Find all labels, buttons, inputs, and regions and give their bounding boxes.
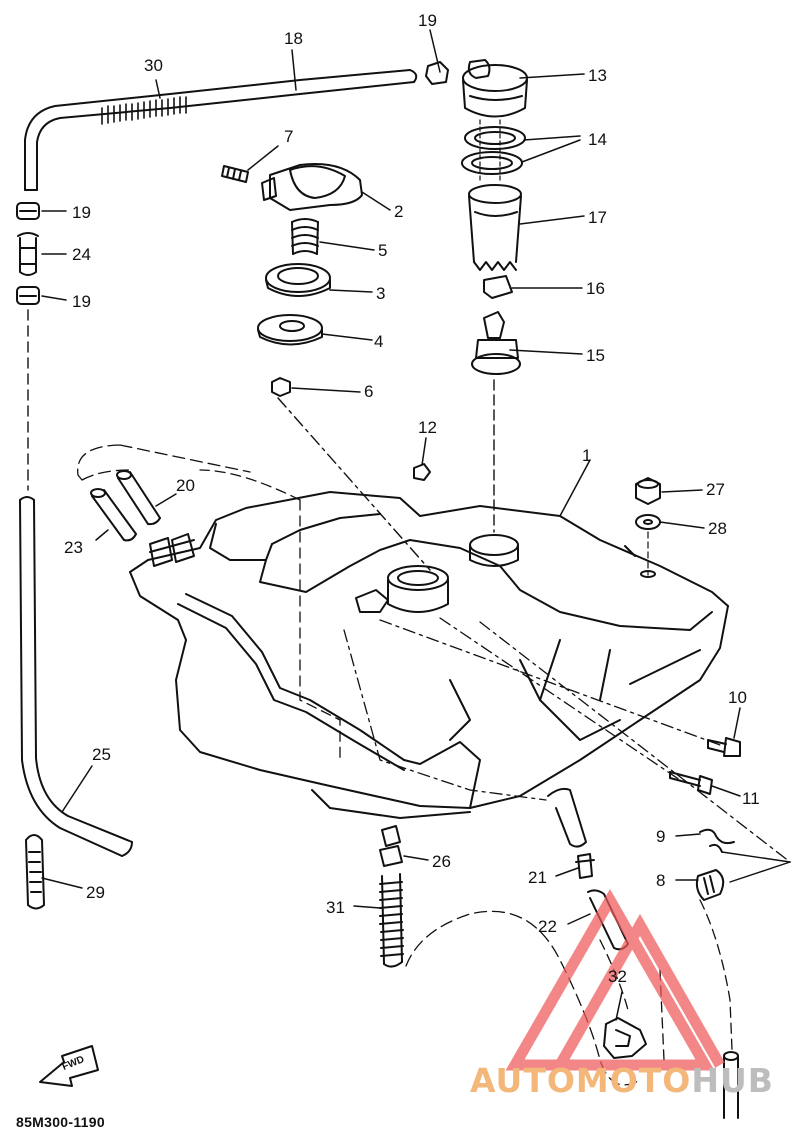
nut-6 — [271, 377, 291, 397]
callout-14: 14 — [588, 130, 607, 149]
bolt-10 — [707, 737, 741, 757]
callout-4: 4 — [374, 332, 384, 351]
watermark-text-accent: AUTOMOTO — [470, 1061, 692, 1100]
callout-27: 27 — [706, 480, 725, 499]
callout-18: 18 — [284, 29, 303, 48]
callout-29: 29 — [86, 883, 105, 902]
callout-28: 28 — [708, 519, 727, 538]
callout-16: 16 — [586, 279, 605, 298]
joint-24 — [17, 232, 39, 276]
callout-10: 10 — [728, 688, 747, 707]
nut-27 — [635, 477, 661, 505]
drawing-code: 85M300-1190 — [16, 1114, 105, 1130]
breather-hose — [24, 69, 418, 191]
callout-25: 25 — [92, 745, 111, 764]
callout-31: 31 — [326, 898, 345, 917]
watermark-logo — [505, 888, 725, 1071]
callout-20: 20 — [176, 476, 195, 495]
callout-7: 7 — [284, 127, 294, 146]
callout-8: 8 — [656, 871, 666, 890]
hose-stub — [723, 1051, 739, 1119]
hose-22 — [547, 787, 629, 951]
spring-5 — [291, 218, 319, 255]
callout-22: 22 — [538, 917, 557, 936]
callout-17: 17 — [588, 208, 607, 227]
callout-5: 5 — [378, 241, 388, 260]
clip-19-upper — [16, 202, 40, 220]
cap-2 — [261, 163, 363, 211]
clip-26 — [379, 825, 403, 867]
callout-19-top: 19 — [418, 11, 437, 30]
callout-26: 26 — [432, 852, 451, 871]
vent-hose-25 — [19, 496, 133, 857]
pump-cap-13 — [462, 59, 528, 118]
washer-28 — [635, 514, 661, 530]
fwd-arrow-icon — [39, 1045, 99, 1087]
callout-23: 23 — [64, 538, 83, 557]
clip-12 — [413, 463, 431, 481]
clip-9 — [699, 828, 735, 853]
callout-24: 24 — [72, 245, 91, 264]
watermark-text-gray: HUB — [691, 1061, 774, 1100]
washer-4 — [257, 314, 323, 346]
clip-32 — [603, 1017, 647, 1059]
callout-32: 32 — [608, 967, 627, 986]
rings-14 — [461, 119, 526, 183]
callout-1: 1 — [582, 446, 592, 465]
screw-7 — [221, 165, 249, 183]
hose-20 — [116, 470, 161, 526]
clip-19-top — [425, 61, 449, 85]
hose-31 — [379, 873, 404, 968]
callout-6: 6 — [364, 382, 374, 401]
callout-13: 13 — [588, 66, 607, 85]
sender-15 — [471, 311, 521, 375]
fuel-tank-1 — [129, 491, 729, 819]
callout-15: 15 — [586, 346, 605, 365]
callout-30: 30 — [144, 56, 163, 75]
callout-9: 9 — [656, 827, 666, 846]
band-29 — [25, 834, 45, 910]
callout-2: 2 — [394, 202, 404, 221]
cap-16 — [483, 275, 513, 299]
callout-19-upper: 19 — [72, 203, 91, 222]
watermark-text: AUTOMOTOHUB — [470, 1061, 774, 1100]
callout-12: 12 — [418, 418, 437, 437]
callout-3: 3 — [376, 284, 386, 303]
joint-21 — [575, 853, 595, 879]
callout-11: 11 — [742, 789, 760, 808]
hose-23 — [90, 488, 137, 542]
grommet-8 — [695, 869, 725, 901]
callout-21: 21 — [528, 868, 547, 887]
clip-19-lower — [16, 286, 40, 305]
filter-17 — [468, 184, 522, 271]
gasket-3 — [265, 263, 331, 297]
bolt-11 — [669, 771, 713, 795]
callout-19-lower: 19 — [72, 292, 91, 311]
